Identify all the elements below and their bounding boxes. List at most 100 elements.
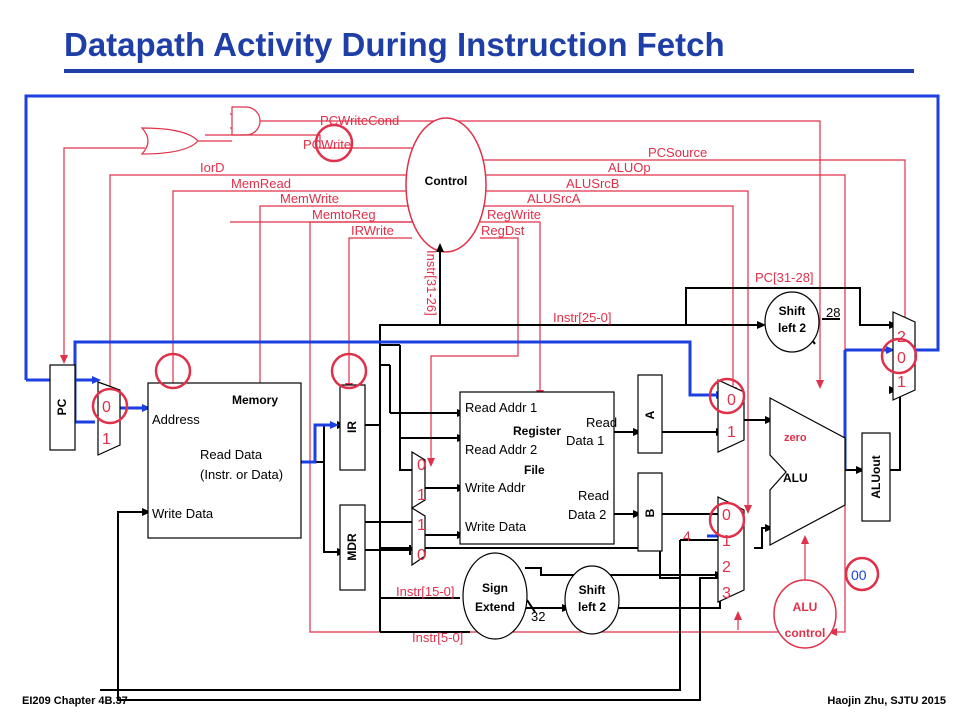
memory-write-data: Write Data [152,506,214,521]
b-register [637,472,663,552]
label-memread: MemRead [231,176,291,191]
label-aluop-00: 00 [851,567,867,583]
label-regwrite: RegWrite [487,207,541,222]
reg-read-addr1: Read Addr 1 [465,400,537,415]
label-instr-25-0: Instr[25-0] [553,310,612,325]
mdr-label: MDR [345,533,359,561]
label-alusrca: ALUSrcA [527,191,581,206]
label-irwrite: IRWrite [351,223,394,238]
label-pc-31-28: PC[31-28] [755,270,814,285]
memtoreg-mux [411,506,426,567]
memory-title: Memory [232,393,278,407]
memtoreg-mux-input-1: 1 [417,517,426,534]
highlight-circles [91,123,918,592]
pc-mux-input-0: 0 [102,399,111,416]
alusrcb-mux-input-3: 3 [722,585,731,602]
or-gate [140,127,199,155]
pc-mux [97,381,121,456]
register-file [459,391,615,545]
aluout-label: ALUout [869,455,883,498]
highlight-alusrcb [708,501,746,539]
label-pcwrite: PCWrite [303,137,351,152]
reg-write-data: Write Data [465,519,527,534]
control-label: Control [425,174,468,188]
label-regdst: RegDst [481,223,525,238]
memory-block [147,382,302,539]
regdst-mux [411,450,426,510]
alusrca-mux-input-1: 1 [727,424,736,441]
shift-left-lower [564,565,620,635]
a-label: A [643,410,657,419]
pc-register [49,364,76,451]
label-instr-31-26: Instr[31-26] [424,250,439,316]
reg-read2: Read [578,488,609,503]
memory-read-data: Read Data [200,447,263,462]
highlight-aluop [844,556,880,592]
datapath-wires [100,252,901,701]
control-labels: PCWriteCond PCWrite IorD MemRead MemWrit… [200,113,707,238]
alusrca-mux [717,379,745,453]
ir-register [339,384,366,471]
alu [769,397,846,546]
label-instr-15-0: Instr[15-0] [396,584,455,599]
pcsource-mux-input-0: 0 [897,350,906,367]
pc-label: PC [55,398,69,415]
footer-right: Haojin Zhu, SJTU 2015 [827,695,946,707]
regdst-mux-input-0: 0 [417,457,426,474]
b-label: B [643,508,657,517]
reg-data2: Data 2 [568,507,606,522]
mdr-register [339,504,366,591]
shift-left-lower-label1: Shift [579,583,606,597]
memory-address: Address [152,412,200,427]
reg-read1: Read [586,415,617,430]
shift-left-lower-label2: left 2 [578,600,606,614]
label-width-32: 32 [531,609,545,624]
aluout-register [861,432,891,522]
label-width-28: 28 [826,305,840,320]
title-underline [64,69,914,73]
highlight-memread [154,352,192,390]
alusrcb-mux-input-2: 2 [722,559,731,576]
label-pcwritecond: PCWriteCond [320,113,399,128]
highlight-alusrca [708,377,746,415]
alusrca-mux-input-0: 0 [727,392,736,409]
reg-file-label: File [524,463,545,477]
highlight-irwrite [330,352,368,390]
and-gate [231,106,261,136]
alu-control-label1: ALU [793,600,818,614]
label-memtoreg: MemtoReg [312,207,376,222]
regdst-mux-input-1: 1 [417,487,426,504]
memtoreg-mux-input-0: 0 [417,547,426,564]
alu-zero-label: zero [784,432,807,444]
alu-control [773,579,837,649]
label-iord: IorD [200,160,225,175]
highlight-iord [91,387,129,425]
label-memwrite: MemWrite [280,191,339,206]
alusrcb-mux-input-1: 1 [722,533,731,550]
reg-title: Register [513,424,561,438]
label-aluop: ALUOp [608,160,651,175]
a-register [637,374,663,454]
highlight-pcsource [880,337,918,375]
alu-label: ALU [783,471,808,485]
ir-label: IR [345,421,359,433]
slide-title: Datapath Activity During Instruction Fet… [64,26,725,63]
footer-left: EI209 Chapter 4B.37 [22,695,128,707]
label-pcsource: PCSource [648,145,707,160]
label-alusrcb: ALUSrcB [566,176,619,191]
memory-read-data-note: (Instr. or Data) [200,467,283,482]
label-instr-5-0: Instr[5-0] [412,630,463,645]
alusrcb-mux-input-0: 0 [722,507,731,524]
reg-data1: Data 1 [566,433,604,448]
shift-left-upper [764,291,820,353]
reg-write-addr: Write Addr [465,480,526,495]
sign-extend-label2: Extend [475,600,515,614]
shift-left-upper-label1: Shift [779,304,806,318]
alu-control-label2: control [785,626,826,640]
label-const-4: 4 [683,528,691,544]
sign-extend [462,552,528,640]
highlight-pcwrite [314,123,354,163]
pcsource-mux-input-2: 2 [897,329,906,346]
